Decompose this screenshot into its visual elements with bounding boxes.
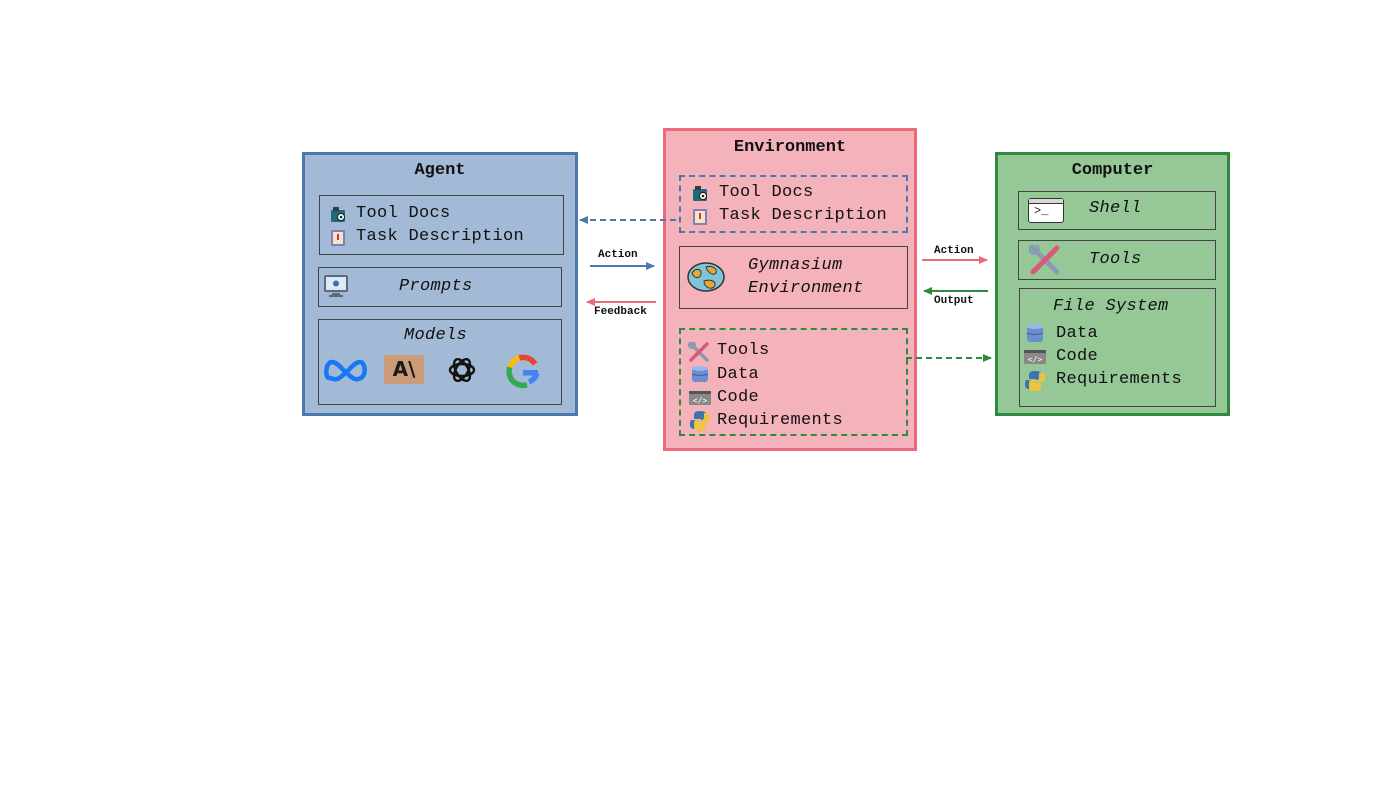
meta-icon (324, 359, 367, 382)
gymnasium-label: Gymnasium (748, 256, 843, 275)
tool-docs-icon (693, 186, 707, 201)
monitor-icon (324, 275, 348, 297)
code-icon: </> (689, 391, 711, 405)
shell-label: Shell (1089, 199, 1142, 218)
environment-task-description-label: Task Description (719, 206, 888, 225)
agent-models-label: Models (404, 326, 468, 345)
environment-code-label: Code (717, 388, 760, 407)
anthropic-icon: A\ (384, 355, 424, 384)
openai-icon (448, 357, 476, 383)
tools-icon (688, 342, 709, 362)
environment-label: Environment (748, 279, 864, 298)
agent-action-label: Action (598, 249, 638, 261)
file-system-code-label: Code (1056, 347, 1099, 366)
file-system-requirements-label: Requirements (1056, 370, 1183, 389)
code-icon: </> (1024, 350, 1046, 364)
globe-icon (687, 262, 725, 292)
environment-data-label: Data (717, 365, 760, 384)
agent-prompts-box: Prompts (318, 267, 562, 307)
environment-tools-label: Tools (717, 341, 770, 360)
environment-resources-box: Tools Data </> Code Requirements (679, 328, 908, 436)
computer-tools-label: Tools (1089, 250, 1142, 269)
agent-title: Agent (414, 161, 466, 180)
computer-title: Computer (1071, 161, 1154, 180)
agent-models-box: Models A\ (318, 319, 562, 405)
terminal-icon: >_ (1028, 198, 1064, 223)
agent-prompts-label: Prompts (399, 277, 473, 296)
environment-title: Environment (733, 138, 847, 157)
tool-docs-icon (331, 207, 345, 222)
task-description-icon (331, 230, 345, 246)
agent-panel: Agent Tool Docs Task Description Prompts… (302, 152, 578, 416)
database-icon (1026, 324, 1044, 342)
file-system-label: File System (1053, 297, 1169, 316)
google-icon (506, 354, 540, 388)
agent-task-description-label: Task Description (356, 227, 525, 246)
environment-tool-docs-label: Tool Docs (719, 183, 814, 202)
computer-tools-box: Tools (1018, 240, 1216, 280)
environment-docs-box: Tool Docs Task Description (679, 175, 908, 233)
shell-box: >_ Shell (1018, 191, 1216, 230)
gymnasium-box: Gymnasium Environment (679, 246, 908, 309)
python-icon (690, 411, 710, 431)
database-icon (691, 366, 709, 382)
svg-text:</>: </> (693, 396, 708, 405)
environment-requirements-label: Requirements (717, 411, 844, 430)
computer-panel: Computer >_ Shell Tools File System Data… (995, 152, 1230, 416)
svg-text:</>: </> (1028, 355, 1043, 364)
computer-output-label: Output (934, 295, 974, 307)
task-description-icon (693, 209, 707, 225)
agent-tool-docs-label: Tool Docs (356, 204, 451, 223)
file-system-data-label: Data (1056, 324, 1099, 343)
agent-docs-box: Tool Docs Task Description (319, 195, 564, 255)
environment-panel: Environment Tool Docs Task Description G… (663, 128, 917, 451)
tools-icon (1029, 245, 1060, 275)
python-icon (1025, 371, 1045, 391)
computer-action-label: Action (934, 245, 974, 257)
agent-feedback-label: Feedback (594, 306, 647, 318)
file-system-box: File System Data </> Code Requirements (1019, 288, 1216, 407)
